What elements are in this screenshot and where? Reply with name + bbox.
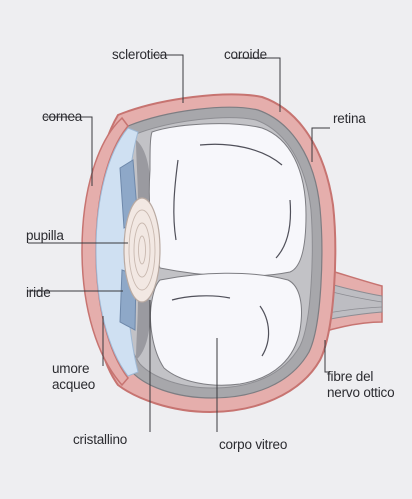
label-cristallino: cristallino — [73, 432, 127, 448]
label-umore-acqueo: umore acqueo — [52, 361, 95, 393]
label-umore-line1: umore — [52, 361, 95, 377]
label-retina: retina — [333, 111, 366, 127]
label-corpo-vitreo: corpo vitreo — [219, 437, 287, 453]
label-umore-line2: acqueo — [52, 377, 95, 393]
label-fibre-nervo-ottico: fibre del nervo ottico — [327, 369, 394, 401]
label-pupilla: pupilla — [26, 228, 64, 244]
label-fibre-line2: nervo ottico — [327, 385, 394, 401]
label-sclerotica: sclerotica — [112, 47, 167, 63]
label-iride: iride — [26, 285, 51, 301]
label-fibre-line1: fibre del — [327, 369, 394, 385]
label-coroide: coroide — [224, 47, 267, 63]
vitreous-upper — [149, 124, 306, 277]
label-cornea: cornea — [42, 109, 82, 125]
leader-cornea — [44, 117, 92, 186]
